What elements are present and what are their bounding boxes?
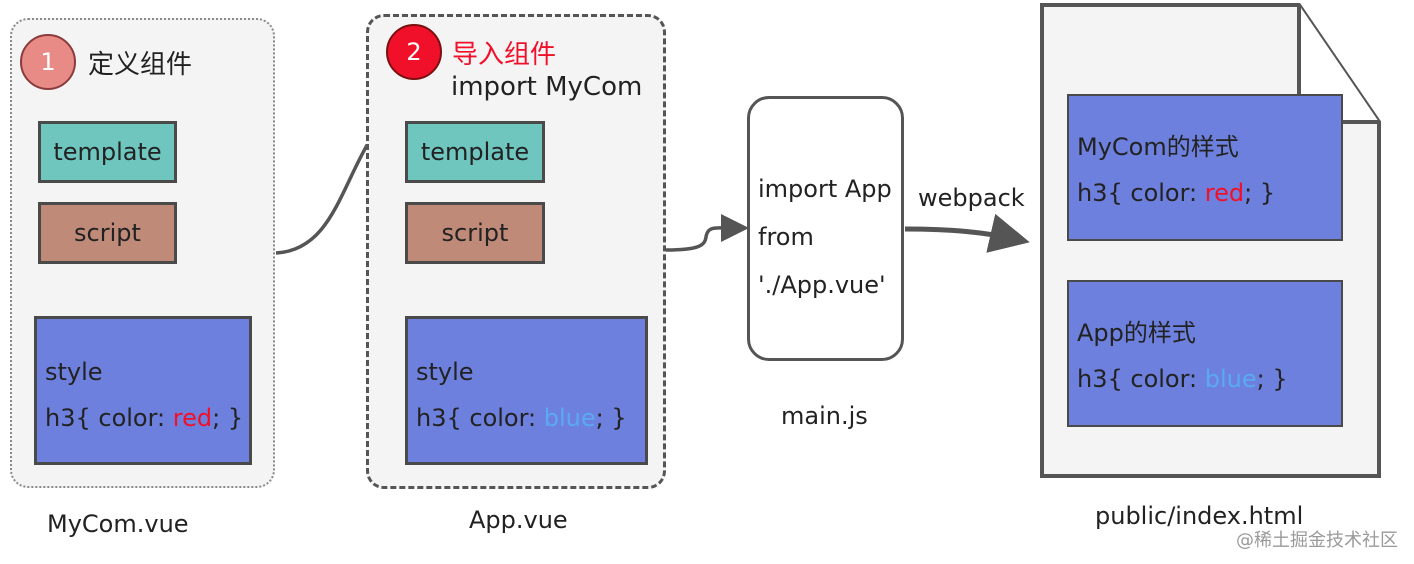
app-template-block: template xyxy=(405,121,545,183)
step-2-badge: 2 xyxy=(386,24,442,80)
app-style-block: style h3{ color: blue; } xyxy=(405,316,648,465)
app-script-label: script xyxy=(441,219,509,247)
app-template-label: template xyxy=(420,138,530,166)
output-blue-value: blue xyxy=(1204,365,1257,393)
import-mycom-text: import MyCom xyxy=(451,72,643,102)
index-html-caption: public/index.html xyxy=(1095,502,1304,530)
app-style-output-code: h3{ color: blue; } xyxy=(1077,365,1288,393)
mainjs-caption: main.js xyxy=(781,402,868,430)
app-style-output-title: App的样式 xyxy=(1077,319,1196,347)
mainjs-line-1: import App xyxy=(758,175,892,203)
mycom-script-label: script xyxy=(74,219,141,247)
mycom-caption: MyCom.vue xyxy=(47,510,189,538)
mainjs-line-3: './App.vue' xyxy=(758,271,886,299)
mainjs-box: import App from './App.vue' xyxy=(747,96,904,361)
app-style-label: style xyxy=(416,358,474,386)
app-style-output: App的样式 h3{ color: blue; } xyxy=(1067,280,1343,427)
step-1-badge: 1 xyxy=(20,34,76,90)
mycom-style-output: MyCom的样式 h3{ color: red; } xyxy=(1067,94,1343,241)
mycom-style-output-code: h3{ color: red; } xyxy=(1077,179,1276,207)
mycom-color-value: red xyxy=(172,404,213,432)
app-color-value: blue xyxy=(543,404,596,432)
mycom-style-block: style h3{ color: red; } xyxy=(34,316,252,465)
mycom-template-block: template xyxy=(38,121,177,183)
watermark: @稀土掘金技术社区 xyxy=(1236,530,1398,551)
mainjs-line-2: from xyxy=(758,223,814,251)
webpack-label: webpack xyxy=(918,184,1025,212)
arrow-main-to-index xyxy=(904,213,1030,253)
mycom-script-block: script xyxy=(38,202,177,264)
app-script-block: script xyxy=(405,202,545,264)
output-red-value: red xyxy=(1204,179,1245,207)
mycom-template-label: template xyxy=(53,138,162,166)
step-2-title: 导入组件 xyxy=(452,40,557,70)
arrow-app-to-main xyxy=(665,213,749,252)
step-1-title: 定义组件 xyxy=(88,50,193,80)
app-style-code: h3{ color: blue; } xyxy=(416,404,627,432)
mycom-style-output-title: MyCom的样式 xyxy=(1077,133,1239,161)
app-caption: App.vue xyxy=(469,506,568,534)
mycom-style-label: style xyxy=(45,358,103,386)
mycom-style-code: h3{ color: red; } xyxy=(45,404,244,432)
